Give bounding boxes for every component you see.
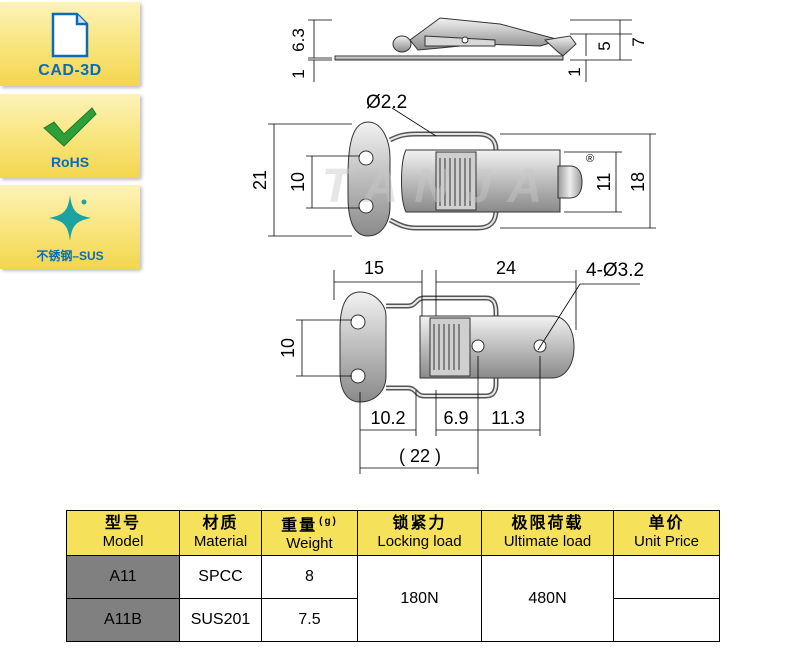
badge-label: 不锈钢–SUS [36, 249, 104, 263]
dim-21: 21 [250, 170, 270, 190]
dim-15: 15 [364, 258, 384, 278]
dim-1-left: 1 [289, 69, 308, 78]
dim-22-total: ( 22 ) [399, 446, 441, 466]
badge-label: RoHS [50, 154, 90, 170]
header-weight: 重量(g)Weight [261, 510, 358, 556]
cell-model: A11B [66, 598, 180, 642]
dim-1-right: 1 [565, 67, 584, 76]
cell-weight: 8 [261, 555, 358, 599]
front-view-dimensions [268, 107, 656, 237]
dim-11-3: 11.3 [491, 408, 525, 428]
cell-unit-price [613, 598, 720, 642]
plan-view [339, 291, 575, 403]
cell-unit-price [613, 555, 720, 599]
dim-11: 11 [594, 173, 614, 192]
cell-material: SPCC [179, 555, 262, 599]
front-view [347, 121, 583, 237]
document-icon [51, 12, 89, 58]
badge-cad-3d[interactable]: CAD-3D [0, 2, 140, 86]
side-view-dimensions [308, 19, 632, 82]
table-row: A11B SUS201 7.5 [66, 598, 720, 642]
table-row: A11 SPCC 8 180N 480N [66, 555, 720, 642]
cell-material: SUS201 [179, 598, 262, 642]
registered-mark: ® [586, 153, 594, 165]
dim-5: 5 [595, 41, 614, 50]
plan-view-labels: 15 24 4-Ø3.2 10 10.2 6.9 11.3 ( 22 ) [278, 258, 644, 466]
dim-18: 18 [628, 172, 648, 192]
dim-wire-diameter: Ø2.2 [366, 92, 407, 113]
watermark: TANJA [322, 160, 558, 213]
dim-10-front: 10 [288, 172, 308, 192]
dim-holes: 4-Ø3.2 [586, 260, 644, 281]
cell-locking-load: 180N [357, 555, 482, 642]
badge-label: CAD-3D [38, 62, 102, 79]
dim-7: 7 [629, 37, 648, 46]
technical-drawing: 6.3 1 5 7 1 TANJA [250, 17, 656, 474]
dim-6-9: 6.9 [443, 408, 468, 428]
cell-model: A11 [66, 555, 180, 599]
front-view-labels: Ø2.2 21 10 11 18 ® [250, 92, 648, 192]
dim-6-3: 6.3 [289, 28, 308, 52]
cell-weight: 7.5 [261, 598, 358, 642]
side-view-labels: 6.3 1 5 7 1 [289, 28, 648, 79]
cell-ultimate-load: 480N [481, 555, 614, 642]
badge-sus[interactable]: 不锈钢–SUS [0, 185, 140, 269]
badge-rohs[interactable]: RoHS [0, 94, 140, 178]
dim-10-2: 10.2 [370, 408, 405, 428]
sparkle-icon [49, 195, 91, 241]
plan-view-dimensions [296, 270, 640, 474]
dim-24: 24 [496, 258, 516, 278]
checkmark-icon [43, 107, 97, 147]
side-view [334, 17, 577, 61]
dim-10-plan: 10 [278, 338, 298, 358]
